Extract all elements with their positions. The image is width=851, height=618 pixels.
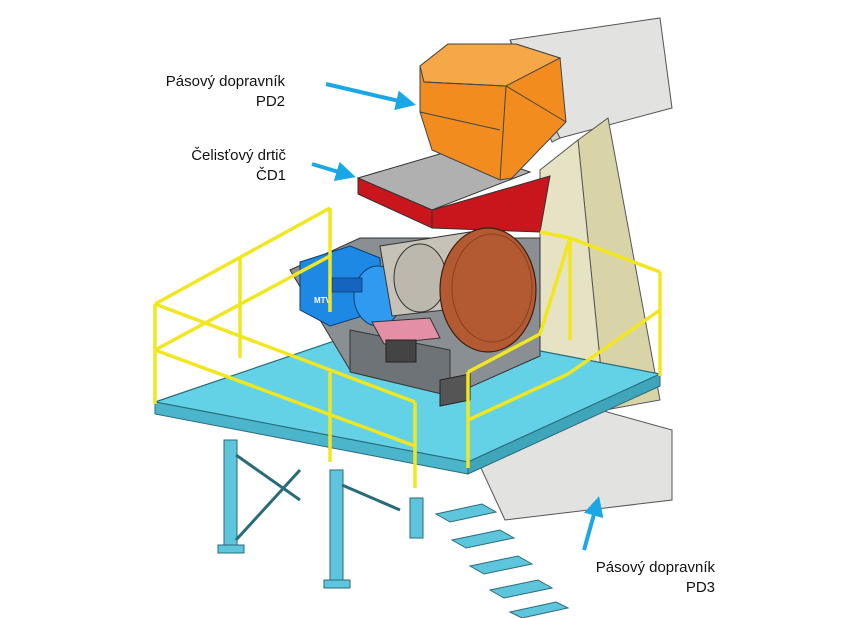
label-pd2-line2: PD2 (255, 93, 285, 110)
label-jaw-crusher-cd1: Čelisťový drtič ČD1 (191, 146, 286, 186)
arrow-cd1 (311, 161, 356, 181)
stairs (434, 503, 570, 618)
belt-drive (371, 317, 441, 363)
label-pd3-line2: PD3 (685, 579, 715, 596)
label-conveyor-pd3: Pásový dopravník PD3 (596, 558, 715, 598)
support-wall (539, 117, 661, 416)
motor-brand-label: MTV (314, 296, 332, 305)
label-cd1-line2: ČD1 (255, 167, 286, 184)
label-cd1-line1: Čelisťový drtič (191, 147, 286, 164)
conveyor-pd2-hopper (419, 43, 567, 181)
label-pd2-line1: Pásový dopravník (165, 73, 285, 90)
arrow-pd3 (582, 496, 604, 551)
label-pd3-line1: Pásový dopravník (595, 559, 715, 576)
safety-railing (153, 206, 662, 488)
flywheel (439, 227, 537, 353)
platform-legs (217, 439, 424, 589)
label-conveyor-pd2: Pásový dopravník PD2 (166, 72, 285, 112)
arrow-pd2 (325, 82, 416, 111)
callout-arrows (311, 82, 604, 551)
